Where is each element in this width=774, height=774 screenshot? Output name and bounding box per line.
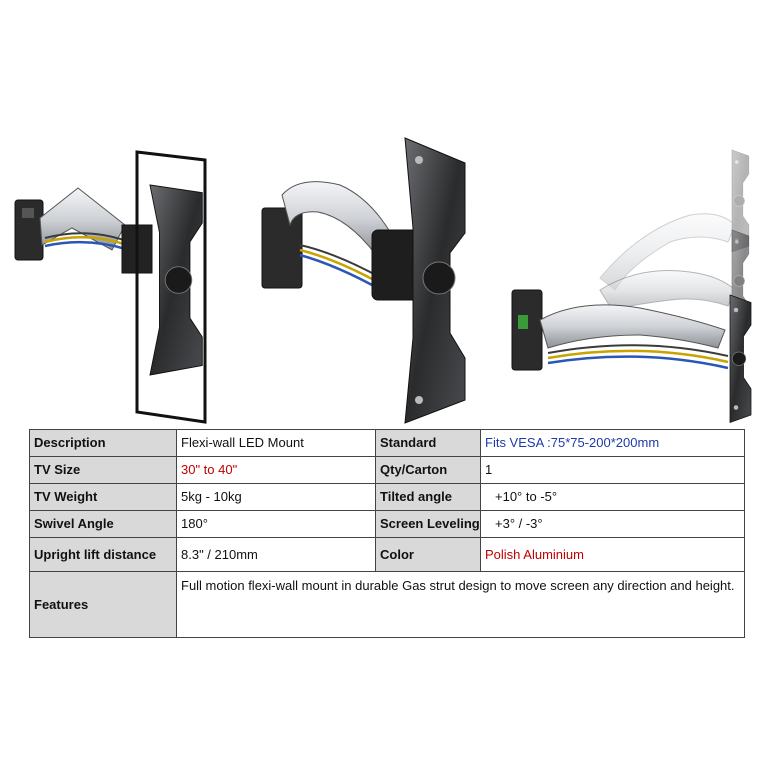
spec-label: TV Size <box>29 456 177 484</box>
spec-value: Flexi-wall LED Mount <box>176 429 376 457</box>
spec-row-features: Features Full motion flexi-wall mount in… <box>29 571 745 638</box>
spec-label: Description <box>29 429 177 457</box>
spec-value: 8.3" / 210mm <box>176 537 376 572</box>
view-mount-with-tv <box>14 150 207 424</box>
spec-value: Fits VESA :75*75-200*200mm <box>480 429 745 457</box>
spec-value: +10° to -5° <box>480 483 745 511</box>
spec-label: Qty/Carton <box>375 456 481 484</box>
spec-value: 1 <box>480 456 745 484</box>
spec-row-description: Description Flexi-wall LED Mount Standar… <box>29 429 745 457</box>
spec-table: Description Flexi-wall LED Mount Standar… <box>29 429 745 638</box>
spec-label: Tilted angle <box>375 483 481 511</box>
spec-value: Polish Aluminium <box>480 537 745 572</box>
features-value: Full motion flexi-wall mount in durable … <box>176 571 745 638</box>
spec-row-tv-size: TV Size 30" to 40" Qty/Carton 1 <box>29 456 745 484</box>
spec-row-upright-lift: Upright lift distance 8.3" / 210mm Color… <box>29 537 745 572</box>
view-mount-front-quarter <box>261 137 466 424</box>
spec-value: +3° / -3° <box>480 510 745 538</box>
product-illustration <box>14 137 752 424</box>
spec-label: Swivel Angle <box>29 510 177 538</box>
view-mount-range-of-motion <box>511 149 752 423</box>
spec-label: Color <box>375 537 481 572</box>
spec-value: 5kg - 10kg <box>176 483 376 511</box>
spec-label: Standard <box>375 429 481 457</box>
features-label: Features <box>29 571 177 638</box>
spec-row-tv-weight: TV Weight 5kg - 10kg Tilted angle +10° t… <box>29 483 745 511</box>
spec-value: 180° <box>176 510 376 538</box>
spec-label: Screen Leveling <box>375 510 481 538</box>
spec-row-swivel-angle: Swivel Angle 180° Screen Leveling +3° / … <box>29 510 745 538</box>
spec-label: Upright lift distance <box>29 537 177 572</box>
spec-value: 30" to 40" <box>176 456 376 484</box>
spec-label: TV Weight <box>29 483 177 511</box>
